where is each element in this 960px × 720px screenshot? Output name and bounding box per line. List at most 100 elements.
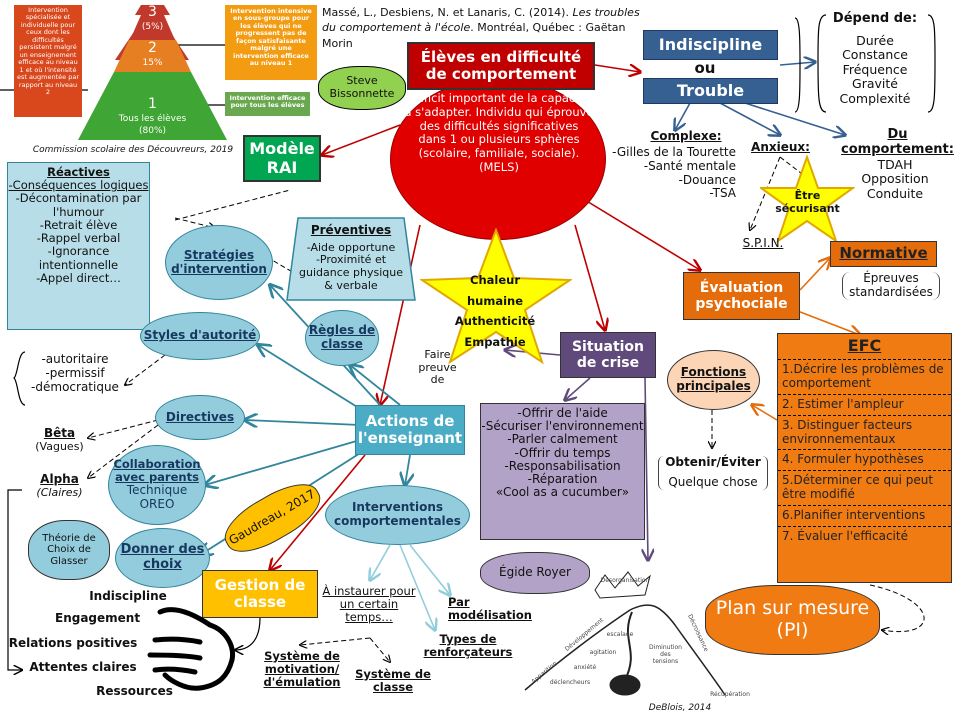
hand-item: Indiscipline: [89, 589, 167, 603]
etre-securisant: Être sécurisant: [775, 189, 840, 215]
level3-desc: Intervention spécialisée et individuelle…: [14, 5, 82, 117]
crise-item: -Offrir du temps: [514, 445, 611, 460]
preventives-box: Préventives -Aide opportune-Proximité et…: [295, 223, 407, 292]
level3-num: 3: [148, 4, 157, 20]
crise-item: -Offrir de l'aide: [517, 406, 608, 420]
star-value: Authenticité: [454, 314, 536, 329]
gaudreau-cloud: Gaudreau, 2017: [216, 472, 329, 564]
curve-label: anxiété: [573, 664, 597, 671]
depend-item: Gravité: [852, 76, 898, 92]
beta-title: Bêta: [43, 426, 76, 440]
obtenir-group: Obtenir/Éviter Quelque chose: [658, 455, 768, 490]
par-model-label: Par modélisation: [448, 595, 532, 623]
complexe-title: Complexe:: [650, 129, 722, 143]
reactives-item: -Rappel verbal: [36, 231, 121, 246]
hand-icon: [147, 607, 236, 691]
epreuves-label: Épreuves standardisées: [842, 271, 940, 300]
complexe-item: -TSA: [709, 186, 736, 201]
complexe-item: -Santé mentale: [643, 158, 736, 173]
citation-rest: . Montréal, Québec : Gaëtan Morin: [322, 21, 626, 50]
anxieux-label: Anxieux:: [751, 140, 810, 154]
comportement-item: Conduite: [866, 185, 924, 201]
depend-title: Dépend de:: [832, 11, 918, 26]
style-item: -démocratique: [31, 379, 119, 394]
curve-label: agitation: [589, 649, 617, 656]
level2-num: 2: [148, 40, 157, 56]
efc-item: 2. Estimer l'ampleur: [778, 393, 951, 415]
reactives-item: -Retrait élève: [39, 217, 118, 232]
spin-label: S.P.I.N.: [742, 236, 784, 250]
indiscipline-box: Indiscipline: [643, 30, 778, 60]
curve-label: déclencheurs: [549, 679, 591, 686]
big-star-icon: [420, 228, 572, 365]
modele-rai: Modèle RAI: [243, 135, 321, 182]
reactives-item: -Conséquences logiques: [8, 178, 149, 193]
curve-caption: DeBlois, 2014: [648, 703, 712, 713]
preventives-title: Préventives: [310, 223, 392, 237]
level1-num: 1: [148, 96, 157, 112]
sys-motiv-label: Système de motivation/ d'émulation: [263, 649, 341, 690]
citation-authors: Massé, L., Desbiens, N. et Lanaris, C. (…: [322, 6, 573, 19]
beta-label: Bêta(Vagues): [32, 426, 87, 453]
efc-item: 4. Formuler hypothèses: [778, 449, 951, 470]
styles-ellipse: Styles d'autorité: [140, 312, 260, 360]
depend-item: Fréquence: [842, 61, 908, 77]
comportement-item: Opposition: [861, 171, 929, 187]
actions-box: Actions de l'enseignant: [355, 405, 465, 455]
hand-item: Attentes claires: [29, 660, 137, 674]
reactives-title: Réactives: [47, 165, 110, 179]
alpha-label: Alpha(Claires): [32, 472, 87, 499]
steve-cloud: Steve Bissonnette: [318, 66, 406, 110]
instaurer-label: À instaurer pour un certain temps…: [322, 584, 416, 625]
citation: Massé, L., Desbiens, N. et Lanaris, C. (…: [322, 5, 647, 51]
ou-label: ou: [694, 59, 716, 77]
citation-title: Les troubles du comportement à l'école: [322, 6, 640, 35]
level1-label: Tous les élèves: [118, 114, 187, 124]
efc-item: 7. Évaluer l'efficacité: [778, 525, 951, 547]
egide-cloud: Égide Royer: [480, 552, 590, 594]
reactives-box: Réactives -Conséquences logiques-Déconta…: [7, 162, 150, 330]
curve-label: escalade: [606, 631, 634, 638]
style-item: -autoritaire: [41, 352, 109, 366]
crise-item: -Parler calmement: [507, 432, 618, 447]
directives-ellipse: Directives: [155, 395, 245, 440]
depend-item: Durée: [856, 33, 894, 48]
crise-item: «Cool as a cucumber»: [495, 485, 630, 500]
central-definition: Déficit important de la capacité à s'ada…: [404, 91, 594, 174]
hand-item: Relations positives: [8, 636, 138, 650]
comportement-item: TDAH: [877, 157, 913, 172]
pyramid-caption: Commission scolaire des Découvreurs, 201…: [32, 145, 234, 155]
star-icon: [760, 155, 855, 243]
efc-item: 6.Planifier interventions: [778, 504, 951, 526]
pyramid-graphic: [78, 5, 227, 140]
sys-classe-label: Système de classe: [355, 667, 431, 695]
strategies-ellipse: Stratégies d'intervention: [165, 225, 273, 300]
curve-label: Diminution des tensions: [649, 644, 682, 665]
level3-pct: (5%): [141, 22, 164, 32]
central-title: Élèves en difficulté de comportement: [407, 42, 595, 90]
preventives-item: -Aide opportune: [306, 240, 396, 254]
obtenir-label: Obtenir/Éviter: [665, 455, 761, 469]
donner-ellipse: Donner des choix: [115, 528, 210, 588]
crise-list: -Offrir de l'aide-Sécuriser l'environnem…: [480, 403, 645, 540]
hand-item: Ressources: [96, 684, 173, 698]
depend-item: Complexité: [839, 90, 911, 106]
reactives-item: -Appel direct…: [36, 270, 121, 285]
faire-preuve-label: Faire preuve de: [418, 348, 457, 387]
types-label: Types de renforçateurs: [423, 632, 513, 660]
efc-box: EFC 1.Décrire les problèmes de comportem…: [777, 333, 952, 583]
level1-pct: (80%): [138, 126, 167, 136]
regles-ellipse: Règles de classe: [305, 310, 379, 366]
preventives-shape: [286, 217, 416, 301]
beta-sub: (Vagues): [35, 439, 84, 453]
collab-sub: Technique OREO: [126, 483, 188, 512]
comportement-title: Du comportement:: [840, 127, 955, 158]
reactives-item: -Décontamination par l'humour: [15, 191, 142, 219]
styles-list: -autoritaire-permissif-démocratique: [25, 352, 125, 394]
efc-item: 1.Décrire les problèmes de comportement: [778, 359, 951, 394]
quelque-label: Quelque chose: [668, 474, 758, 489]
curve-label: Désorganisation: [600, 577, 650, 584]
